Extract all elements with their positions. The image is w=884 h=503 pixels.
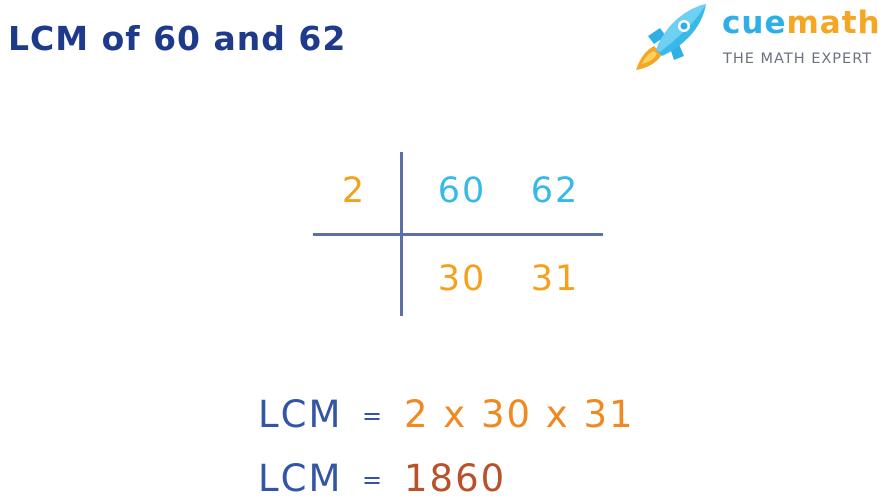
lcm-equation-2: LCM = 1860 [0,460,884,503]
division-ladder: 2 60 62 30 31 [313,152,603,316]
equals-sign: = [362,466,385,494]
division-horizontal-line [313,233,603,236]
divisor: 2 [341,171,367,211]
dividend-60: 60 [437,171,487,211]
page-title: LCM of 60 and 62 [8,19,347,58]
dividend-62: 62 [530,171,580,211]
rocket-icon [636,4,706,70]
cuemath-logo: cuemath THE MATH EXPERT [626,0,884,76]
equation-value: 2 x 30 x 31 [404,393,635,436]
brand-name: cuemath [722,5,881,41]
brand-tagline: THE MATH EXPERT [723,51,873,67]
equation-label: LCM [258,457,343,500]
lcm-equation-1: LCM = 2 x 30 x 31 [0,396,884,440]
equals-sign: = [362,402,385,430]
equation-result: 1860 [404,457,507,500]
quotient-31: 31 [530,259,580,299]
equation-label: LCM [258,393,343,436]
quotient-30: 30 [437,259,487,299]
